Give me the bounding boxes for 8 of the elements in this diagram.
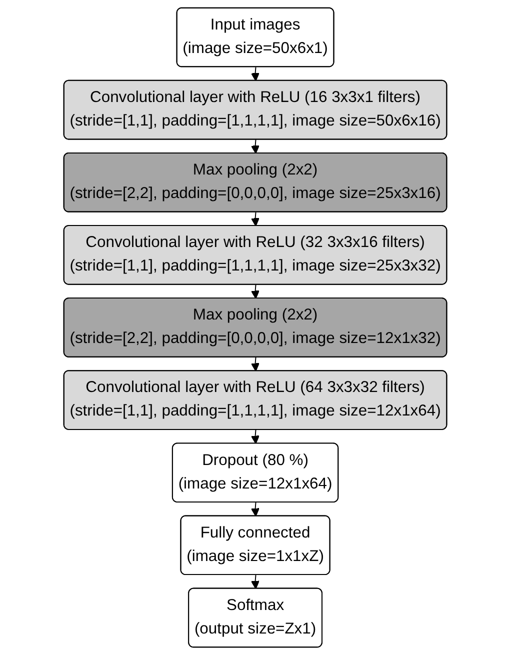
arrow <box>250 502 260 517</box>
arrow <box>250 66 260 82</box>
arrow <box>250 429 260 444</box>
arrow <box>250 574 260 590</box>
arrow <box>250 139 260 154</box>
arrow <box>250 212 260 226</box>
arrow <box>250 284 260 299</box>
arrow <box>250 356 260 372</box>
